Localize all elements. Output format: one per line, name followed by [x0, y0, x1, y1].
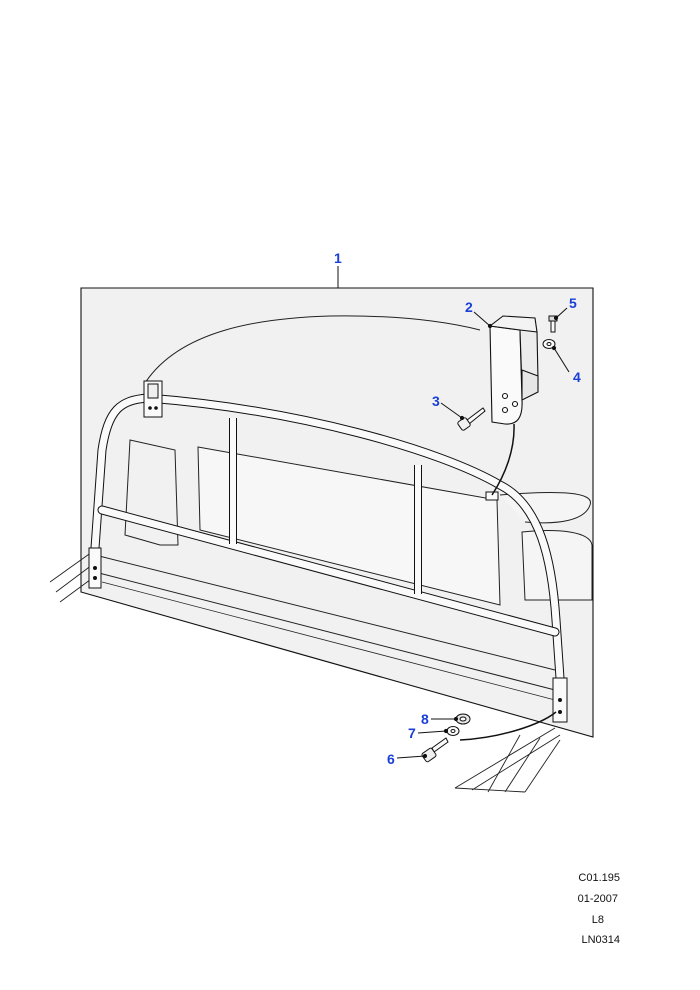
washer-part-7	[446, 726, 460, 736]
callout-2: 2	[465, 299, 473, 315]
left-top-bracket	[143, 380, 163, 418]
cab-roof-outline	[144, 315, 481, 384]
bed-side-right	[454, 727, 561, 793]
callout-leaders	[396, 307, 570, 759]
rear-window	[197, 446, 501, 606]
bed-floor-line	[101, 581, 556, 701]
callout-7: 7	[408, 725, 416, 741]
bolt-part-6	[421, 737, 449, 763]
callout-6: 6	[387, 751, 395, 767]
headboard-crossbar	[97, 505, 560, 637]
reference-model: L8	[591, 914, 604, 926]
left-mounting-foot	[88, 547, 102, 589]
reference-code: C01.195	[578, 872, 620, 884]
callout-4: 4	[573, 369, 581, 385]
tube-clip	[485, 491, 499, 501]
fastener-link-line	[459, 711, 557, 741]
reference-illustration: LN0314	[581, 934, 620, 946]
washer-part-4	[542, 339, 556, 349]
callout-1: 1	[334, 250, 342, 266]
bolt-part-3	[457, 407, 486, 431]
right-mounting-foot	[552, 677, 568, 723]
bracket-link-line	[491, 423, 515, 496]
bed-rail-lower	[94, 571, 556, 691]
callout-5: 5	[569, 295, 577, 311]
bed-rail-upper	[94, 554, 556, 671]
headboard-tube	[90, 393, 565, 683]
headboard-vertical-bars	[229, 418, 422, 594]
callout-3: 3	[432, 393, 440, 409]
nut-part-8	[455, 713, 471, 725]
callout-8: 8	[421, 711, 429, 727]
reference-date: 01-2007	[577, 893, 618, 905]
bracket-part-2	[488, 315, 539, 425]
